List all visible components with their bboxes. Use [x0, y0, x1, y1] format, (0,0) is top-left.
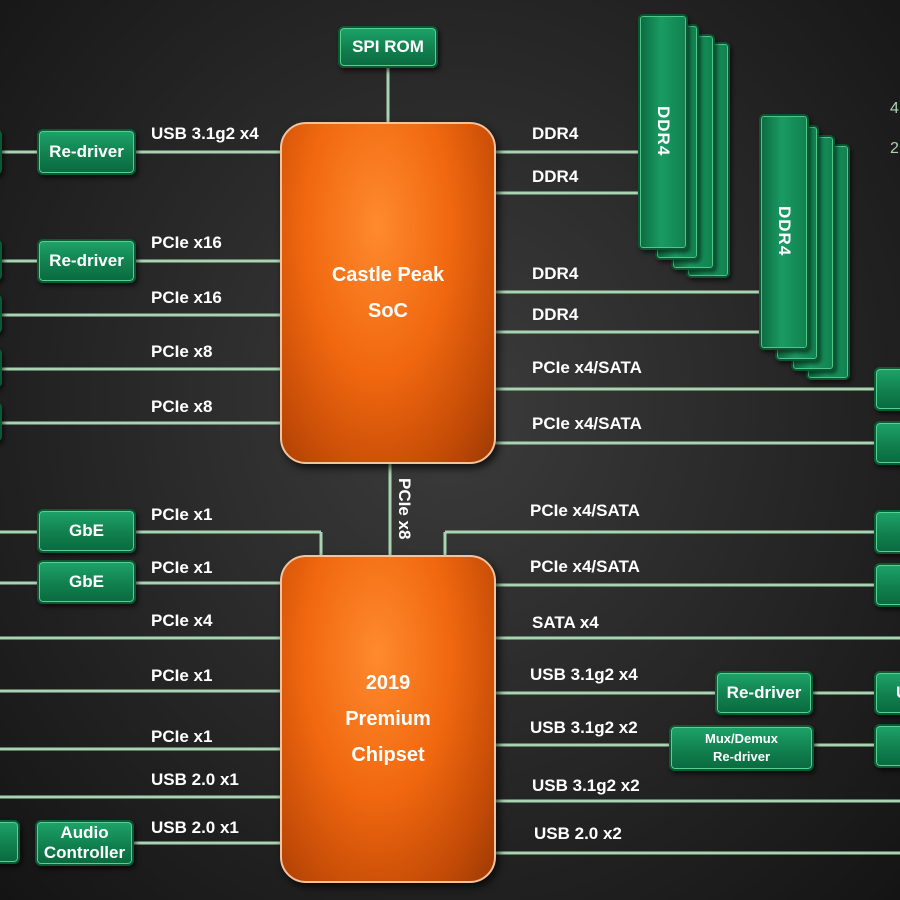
chipset-name: Premium — [345, 708, 431, 730]
label-soc-usb: USB 3.1g2 x4 — [151, 124, 259, 143]
right-edge-box-5: U — [874, 671, 900, 715]
redriver-right-box: Re-driver — [715, 671, 813, 715]
ddr4-dimm-2-label: DDR4 — [775, 206, 794, 257]
ddr4-dimm-1-label: DDR4 — [654, 106, 673, 157]
left-edge-box-1 — [0, 129, 2, 175]
label-cs-pcie1a: PCIe x1 — [151, 505, 213, 524]
left-edge-box-2 — [0, 239, 2, 281]
right-edge-box-4 — [874, 563, 900, 607]
label-cs-pcie1d: PCIe x1 — [151, 727, 213, 746]
mux-demux-label: Mux/Demux — [705, 731, 778, 747]
left-edge-box-5 — [0, 402, 2, 442]
right-edge-box-3 — [874, 510, 900, 554]
edge-text-a: 4 — [890, 100, 899, 117]
right-edge-box-label: U — [896, 683, 900, 703]
gbe-box-1: GbE — [37, 509, 136, 553]
label-soc-sata2: PCIe x4/SATA — [532, 414, 642, 433]
mux-demux-redriver-box: Mux/Demux Re-driver — [669, 725, 814, 771]
soc-chipset-link-label: PCIe x8 — [395, 478, 414, 540]
right-edge-box-6 — [874, 724, 900, 768]
soc-subtitle: SoC — [368, 300, 408, 322]
ddr4-dimm-1a: DDR4 — [638, 14, 688, 250]
mux-redriver-label: Re-driver — [712, 749, 771, 764]
label-cs-sata4: SATA x4 — [532, 613, 599, 632]
label-cs-usb2a: USB 2.0 x1 — [151, 770, 239, 789]
redriver-pcie-label: Re-driver — [49, 251, 124, 271]
left-edge-box-6 — [0, 820, 20, 864]
label-ddr4d: DDR4 — [532, 305, 579, 324]
label-soc-pcie16a: PCIe x16 — [151, 233, 222, 252]
redriver-usb-label: Re-driver — [49, 142, 124, 162]
label-cs-pcie1b: PCIe x1 — [151, 558, 213, 577]
label-ddr4b: DDR4 — [532, 167, 579, 186]
label-cs-pcie4: PCIe x4 — [151, 611, 213, 630]
gbe-label-2: GbE — [69, 572, 104, 592]
label-cs-usb2b: USB 2.0 x1 — [151, 818, 239, 837]
label-soc-pcie8a: PCIe x8 — [151, 342, 213, 361]
gbe-box-2: GbE — [37, 560, 136, 604]
label-cs-usb3b: USB 3.1g2 x2 — [530, 718, 638, 737]
redriver-usb-box: Re-driver — [37, 129, 136, 175]
redriver-right-label: Re-driver — [726, 683, 802, 703]
label-soc-sata1: PCIe x4/SATA — [532, 358, 642, 377]
left-edge-box-3 — [0, 294, 2, 334]
right-edge-box-1 — [874, 367, 900, 411]
label-cs-sata2: PCIe x4/SATA — [530, 557, 640, 576]
audio-controller-label-1: Audio — [60, 823, 109, 843]
left-edge-box-4 — [0, 348, 2, 388]
label-cs-sata1: PCIe x4/SATA — [530, 501, 640, 520]
chipset-year: 2019 — [365, 672, 411, 694]
label-soc-pcie16b: PCIe x16 — [151, 288, 222, 307]
ddr4-dimm-2a: DDR4 — [759, 114, 809, 350]
label-cs-usb3c: USB 3.1g2 x2 — [532, 776, 640, 795]
label-ddr4c: DDR4 — [532, 264, 579, 283]
gbe-label-1: GbE — [69, 521, 104, 541]
audio-controller-box: Audio Controller — [35, 820, 134, 866]
redriver-pcie-box: Re-driver — [37, 239, 136, 283]
premium-chipset: 2019 Premium Chipset — [280, 555, 496, 883]
label-soc-pcie8b: PCIe x8 — [151, 397, 213, 416]
chipset-type: Chipset — [351, 744, 425, 766]
label-ddr4a: DDR4 — [532, 124, 579, 143]
soc-title: Castle Peak — [331, 264, 445, 286]
spi-rom-box: SPI ROM — [338, 26, 438, 68]
label-cs-pcie1c: PCIe x1 — [151, 666, 213, 685]
spi-rom-label: SPI ROM — [352, 37, 424, 57]
castle-peak-soc: Castle Peak SoC — [280, 122, 496, 464]
audio-controller-label-2: Controller — [43, 843, 126, 862]
label-cs-usb3a: USB 3.1g2 x4 — [530, 665, 638, 684]
edge-text-b: 2 — [890, 140, 899, 157]
right-edge-box-2 — [874, 421, 900, 465]
label-cs-usb2: USB 2.0 x2 — [534, 824, 622, 843]
